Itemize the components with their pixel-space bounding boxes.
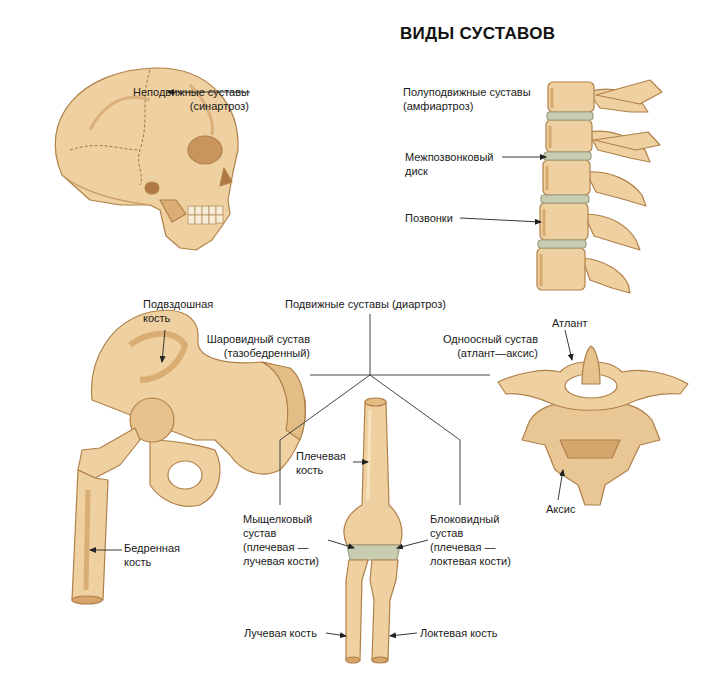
part-label: Одноосный сустав (атлант—аксис) bbox=[432, 332, 538, 360]
diagram-title: ВИДЫ СУСТАВОВ bbox=[400, 24, 555, 44]
part-label: Подвздошная кость bbox=[143, 297, 221, 325]
part-label: Мыщелковый сустав (плечевая — лучевая ко… bbox=[243, 512, 329, 568]
part-label: Подвижные суставы (диартроз) bbox=[285, 297, 455, 311]
spine-drawing bbox=[537, 80, 662, 293]
part-label: Атлант bbox=[552, 316, 612, 330]
part-label: Блоковидный сустав (плечевая — локтевая … bbox=[430, 512, 516, 568]
part-label: Позвонки bbox=[405, 211, 465, 225]
part-label: Полуподвижные суставы (амфиартроз) bbox=[403, 85, 553, 113]
part-label: Неподвижные суставы (синартроз) bbox=[124, 85, 249, 113]
leader-lines bbox=[90, 92, 572, 636]
part-label: Бедренная кость bbox=[124, 541, 188, 569]
atlas-axis-drawing bbox=[498, 346, 688, 505]
elbow-drawing bbox=[344, 398, 402, 663]
part-label: Лучевая кость bbox=[244, 626, 328, 640]
part-label: Аксис bbox=[546, 502, 606, 516]
part-label: Локтевая кость bbox=[420, 626, 504, 640]
part-label: Межпозвонковый диск bbox=[405, 150, 501, 178]
part-label: Шаровидный сустав (тазобедренный) bbox=[198, 332, 310, 360]
part-label: Плечевая кость bbox=[296, 449, 352, 477]
